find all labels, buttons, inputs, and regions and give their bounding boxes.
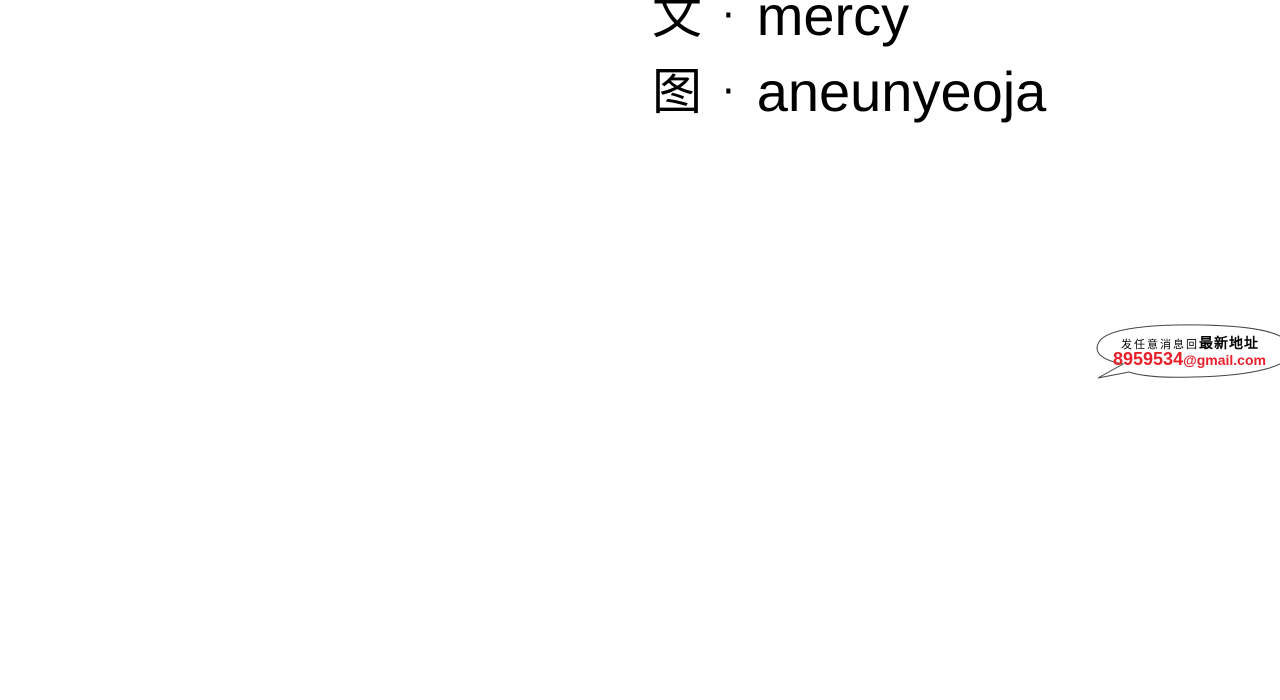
writer-credit: 文 · mercy — [652, 0, 1132, 54]
bubble-number: 8959534 — [1113, 349, 1184, 369]
artist-name: aneunyeoja — [756, 60, 1047, 123]
speech-bubble-watermark: 发任意消息回最新地址 8959534@gmail.com — [1093, 322, 1280, 382]
bubble-small-text: 发任意消息回 — [1121, 338, 1199, 351]
credits-block: 文 · mercy 图 · aneunyeoja — [652, 0, 1132, 130]
bubble-email-domain: @gmail.com — [1183, 352, 1266, 368]
artist-role-label: 图 — [652, 63, 702, 121]
bubble-text-line1: 发任意消息回最新地址 — [1121, 333, 1259, 353]
writer-separator: · — [722, 0, 735, 39]
bubble-text-line2: 8959534@gmail.com — [1113, 349, 1266, 370]
writer-role-label: 文 — [652, 0, 702, 45]
artist-credit: 图 · aneunyeoja — [652, 54, 1132, 130]
speech-bubble-icon — [1096, 324, 1280, 379]
bubble-strong-text: 最新地址 — [1199, 336, 1259, 352]
writer-name: mercy — [756, 0, 910, 47]
artist-separator: · — [722, 69, 735, 115]
